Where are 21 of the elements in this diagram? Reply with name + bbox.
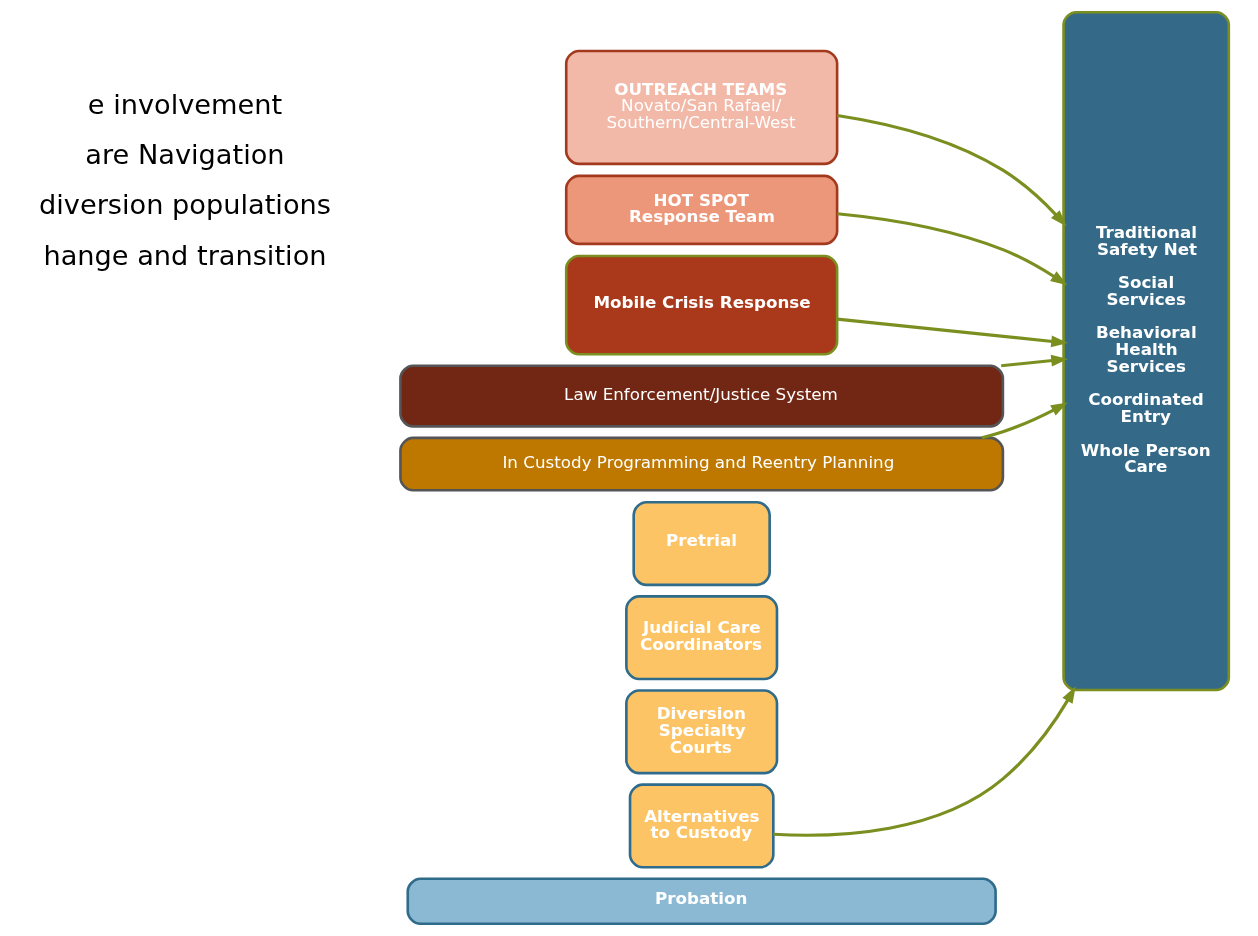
arrow [981,402,1068,440]
node-box: HOT SPOT Response Team [564,174,838,246]
node-box: Alternatives to Custody [628,783,775,869]
label: diversion populations [38,189,331,221]
arrow [836,212,1067,286]
label: are Navigation [84,139,285,171]
label: hange and transition [42,239,327,271]
node-box: OUTREACH TEAMS Novato/San Rafael/ Southern/Central-West [564,49,838,166]
node-box: Law Enforcement/Justice System [398,364,1004,428]
arrow [836,317,1068,348]
arrow [772,686,1076,837]
node-box: Judicial Care Coordinators [624,595,778,681]
node-box: Probation [405,877,997,926]
node-box: Pretrial [631,500,771,587]
arrow [836,113,1067,227]
node-box: Traditional Safety Net Social Services Behavioral Health Services Coordinated Entry Whole Person Care [1061,10,1230,692]
node-box: Diversion Specialty Courts [624,689,778,775]
node-box: Mobile Crisis Response [564,254,838,356]
node-box: In Custody Programming and Reentry Planning [398,436,1004,492]
label: e involvement [87,89,282,121]
arrow [1000,354,1068,368]
